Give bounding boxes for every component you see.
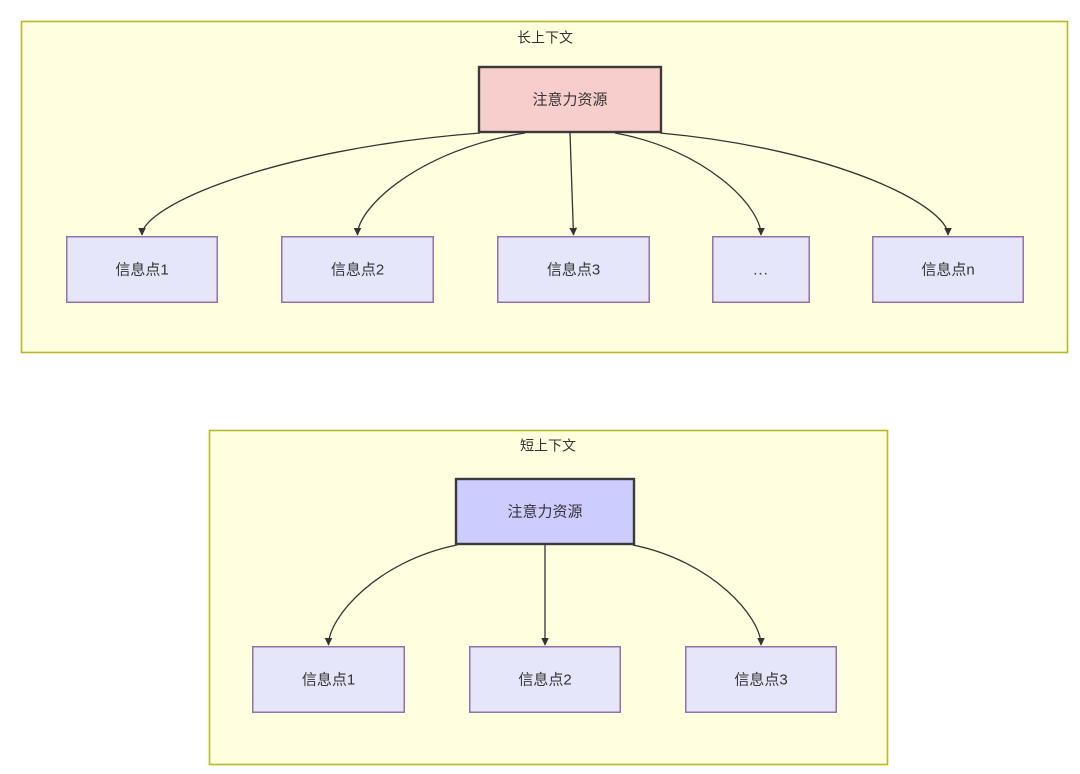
leaf-node-label-short-context-1: 信息点1 bbox=[302, 671, 355, 688]
leaf-node-label-long-context-1: 信息点1 bbox=[115, 261, 168, 278]
leaf-node-box-long-context-2[interactable] bbox=[281, 236, 434, 303]
leaf-node-label-short-context-2: 信息点2 bbox=[518, 671, 571, 688]
leaf-node-box-short-context-3[interactable] bbox=[685, 646, 837, 713]
leaf-node-label-long-context-4: ... bbox=[753, 261, 769, 278]
leaf-node-box-long-context-3[interactable] bbox=[497, 236, 650, 303]
leaf-node-label-short-context-3: 信息点3 bbox=[734, 671, 787, 688]
leaf-node-box-long-context-4[interactable] bbox=[712, 236, 810, 303]
edge-root-to-leaf-4 bbox=[614, 132, 765, 236]
root-node-label-short-context: 注意力资源 bbox=[507, 502, 582, 520]
leaf-node-label-long-context-3: 信息点3 bbox=[547, 261, 600, 278]
root-node-box-short-context[interactable] bbox=[454, 477, 636, 546]
leaf-node-box-long-context-5[interactable] bbox=[872, 236, 1024, 303]
edge-root-to-leaf-1 bbox=[324, 544, 458, 646]
leaf-node-label-long-context-2: 信息点2 bbox=[331, 261, 384, 278]
leaf-node-box-short-context-1[interactable] bbox=[252, 646, 405, 713]
leaf-node-box-short-context-2[interactable] bbox=[469, 646, 621, 713]
edge-root-to-leaf-1 bbox=[138, 132, 481, 236]
leaf-node-box-long-context-1[interactable] bbox=[66, 236, 218, 303]
group-title-long-context: 长上下文 bbox=[517, 30, 573, 46]
edge-root-to-leaf-3 bbox=[632, 544, 765, 646]
root-node-label-long-context: 注意力资源 bbox=[532, 90, 607, 108]
leaf-node-label-long-context-5: 信息点n bbox=[921, 261, 974, 278]
edge-root-to-leaf-5 bbox=[659, 132, 952, 236]
root-node-box-long-context[interactable] bbox=[477, 65, 663, 134]
edge-root-to-leaf-3 bbox=[569, 132, 578, 236]
edge-root-to-leaf-2 bbox=[353, 132, 526, 236]
group-title-short-context: 短上下文 bbox=[520, 438, 576, 454]
